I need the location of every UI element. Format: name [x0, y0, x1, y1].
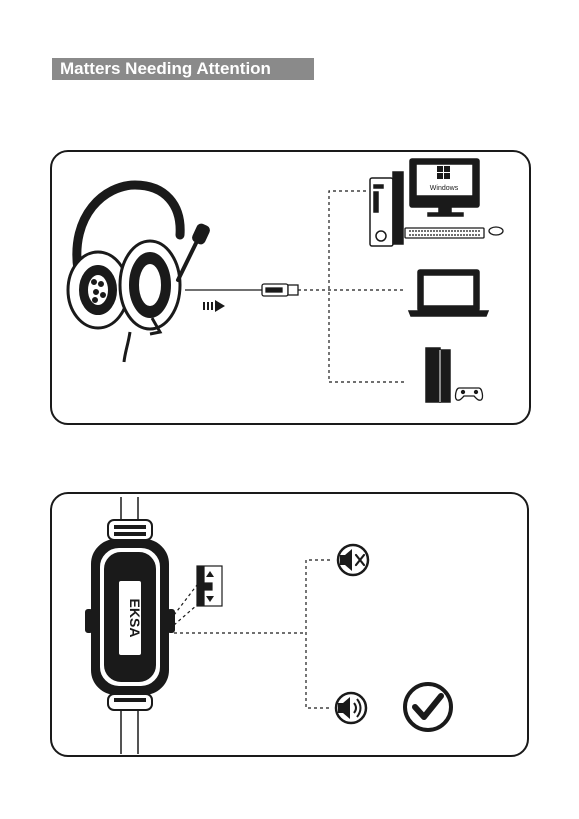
inline-controller-icon: EKSA: [86, 520, 174, 710]
brand-label: EKSA: [127, 599, 143, 638]
speaker-on-icon: [336, 693, 366, 723]
switch-detail-icon: [197, 566, 222, 606]
mute-speaker-icon: [338, 545, 368, 575]
checkmark-icon: [405, 684, 451, 730]
